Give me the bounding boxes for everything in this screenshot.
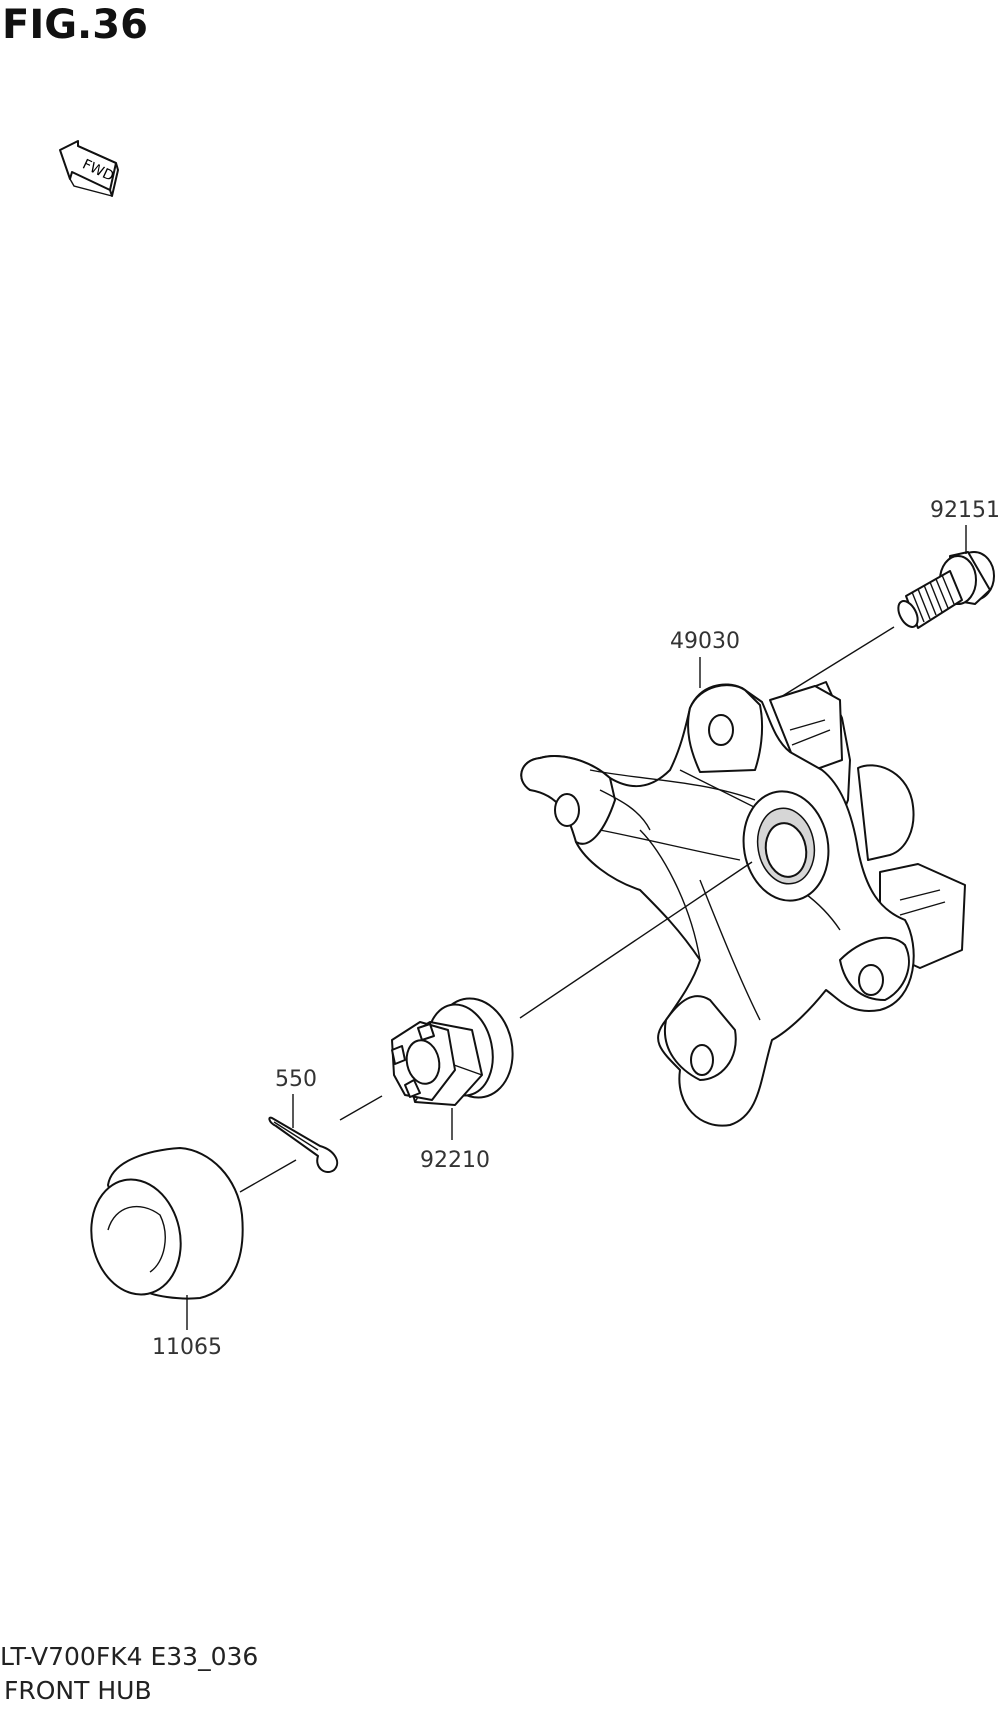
front-hub-drawing xyxy=(520,681,966,1127)
axis-bolt-hub xyxy=(775,626,895,701)
part-label-550: 550 xyxy=(275,1067,317,1092)
part-label-49030: 49030 xyxy=(670,629,740,654)
axis-hub-nut xyxy=(519,861,753,1019)
axis-pin-cap xyxy=(239,1159,297,1193)
fwd-arrow-icon: FWD xyxy=(59,140,119,197)
part-label-11065: 11065 xyxy=(152,1335,222,1360)
part-label-92210: 92210 xyxy=(420,1148,490,1173)
section-name: FRONT HUB xyxy=(4,1676,152,1705)
hub-bolt-drawing xyxy=(897,551,995,629)
castle-nut-drawing xyxy=(391,997,514,1106)
part-label-92151: 92151 xyxy=(930,498,1000,523)
figure-title: FIG.36 xyxy=(2,2,148,48)
axis-nut-pin xyxy=(339,1095,383,1121)
model-code: LT-V700FK4 E33_036 xyxy=(0,1642,259,1671)
cotter-pin-drawing xyxy=(268,1116,339,1174)
hub-cap-drawing xyxy=(90,1147,244,1300)
